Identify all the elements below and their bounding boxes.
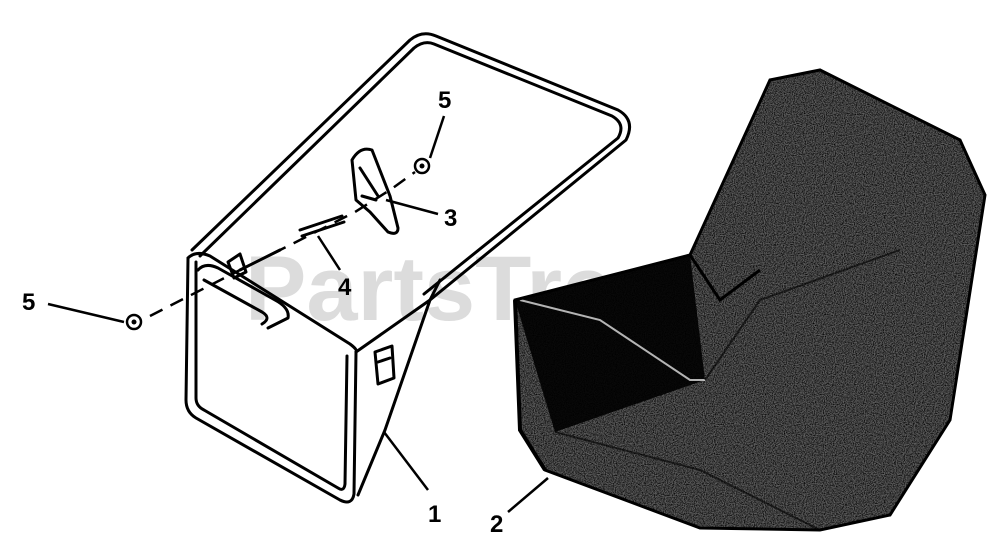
leader-line-5b (47, 302, 125, 324)
leader-line-4 (316, 235, 342, 271)
leader-line-5a (428, 115, 446, 159)
callout-1: 1 (428, 501, 441, 528)
nut-top (413, 157, 431, 175)
rod-part (298, 214, 346, 238)
leader-line-3 (385, 198, 439, 216)
nut-left (125, 313, 143, 331)
clip-part (350, 147, 400, 235)
callout-5-left: 5 (22, 289, 35, 316)
callout-2: 2 (490, 511, 503, 538)
leader-line-2 (507, 477, 549, 513)
assembly-axis-line (149, 170, 416, 318)
leader-line-1 (383, 431, 429, 491)
fabric-bag (513, 68, 987, 532)
callout-5-top: 5 (438, 87, 451, 114)
callout-3: 3 (444, 205, 457, 232)
callout-4: 4 (338, 274, 352, 301)
